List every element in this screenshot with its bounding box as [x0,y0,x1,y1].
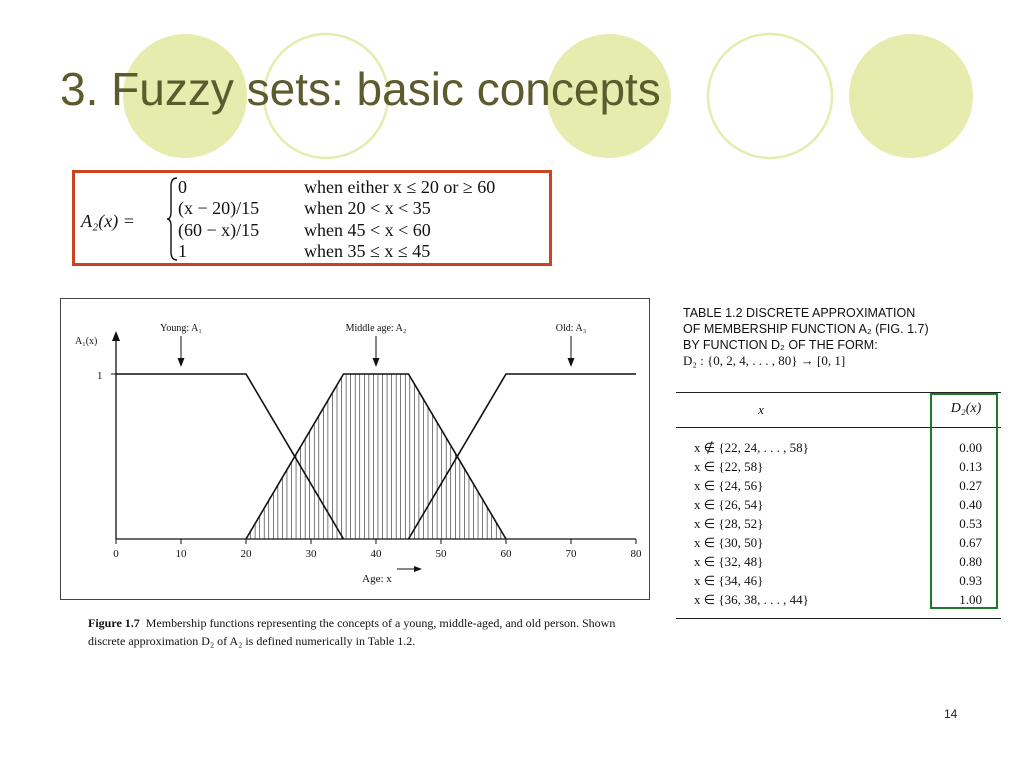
table-title-line: BY FUNCTION D₂ OF THE FORM: [683,338,878,352]
y-tick-label: 1 [97,370,103,382]
outline-circle-1 [262,32,390,160]
d2-column-highlight [930,393,998,609]
formula-case-row: 0 when either x ≤ 20 or ≥ 60 [178,177,495,198]
pointer-arrow-icon [567,358,575,367]
y-axis-arrow-icon [112,331,120,341]
table-row-value: 0.13 [959,459,982,474]
set-label-young: Young: A₁ [160,323,202,334]
figure-caption-text: Membership functions representing the co… [88,616,616,648]
left-brace-icon [167,177,178,261]
x-ticks: 0 10 20 30 40 50 60 70 80 [113,539,642,560]
figure-caption-label: Figure 1.7 [88,616,140,630]
young-curve [116,373,345,540]
x-tick-label: 70 [566,548,578,560]
formula-case-row: (x − 20)/15 when 20 < x < 35 [178,198,431,219]
table-row-value: 0.27 [959,478,982,493]
table-row-x: x ∈ {36, 38, . . . , 44} [694,592,809,607]
table-row-x: x ∈ {28, 52} [694,516,764,531]
formula-case-condition: when 45 < x < 60 [304,220,431,240]
table-row-value: 0.93 [959,573,982,588]
x-tick-label: 10 [176,548,188,560]
decorative-circles [123,32,973,160]
slide-title: 3. Fuzzy sets: basic concepts [60,63,661,115]
membership-curves [116,373,636,540]
table-title: TABLE 1.2 DISCRETE APPROXIMATION OF MEMB… [683,305,1003,369]
x-axis-arrow-icon [414,566,422,572]
middle-age-hatching [250,374,506,539]
set-pointer-arrows [177,336,575,367]
page-number: 14 [944,707,958,721]
table-title-line: TABLE 1.2 DISCRETE APPROXIMATION [683,306,916,320]
discrete-approximation-table: x D₂(x) x ∉ {22, 24, . . . , 58} 0.00 x … [676,392,1001,620]
formula-case-value: (x − 20)/15 [178,198,260,218]
pointer-arrow-icon [372,358,380,367]
old-curve [407,373,636,540]
formula-case-value: (60 − x)/15 [178,220,260,240]
set-label-old: Old: A₃ [556,323,586,334]
table-row-x: x ∈ {26, 54} [694,497,764,512]
outline-circle-2 [706,32,834,160]
x-tick-label: 20 [241,548,253,560]
formula-case-value: 0 [178,177,187,197]
table-row-value: 0.53 [959,516,982,531]
formula-case-row: (60 − x)/15 when 45 < x < 60 [178,220,431,241]
set-label-middle-age: Middle age: A₂ [346,323,407,334]
x-axis-label: Age: x [362,573,392,585]
x-tick-label: 0 [113,548,119,560]
x-tick-label: 30 [306,548,318,560]
filled-circle-3 [849,34,973,158]
table-top-rule [676,392,1001,393]
table-row-value: 1.00 [959,592,982,607]
x-tick-label: 60 [501,548,513,560]
table-header-d2: D₂(x) [950,401,982,416]
formula-case-condition: when 20 < x < 35 [304,198,431,218]
figure-caption: Figure 1.7 Membership functions represen… [88,614,648,650]
table-header-x: x [758,402,764,417]
pointer-arrow-icon [177,358,185,367]
formula-case-condition: when either x ≤ 20 or ≥ 60 [304,177,496,197]
membership-formula-box: A₂(x) = 0 when either x ≤ 20 or ≥ 60 (x −… [72,170,552,266]
middle-age-curve [245,373,507,540]
table-header-rule [676,427,1001,428]
table-title-line: OF MEMBERSHIP FUNCTION A₂ (FIG. 1.7) [683,322,929,336]
filled-circle-2 [547,34,671,158]
table-row-value: 0.80 [959,554,982,569]
table-row-x: x ∈ {30, 50} [694,535,764,550]
formula-case-value: 1 [178,241,187,261]
table-row-value: 0.40 [959,497,982,512]
table-row-x: x ∉ {22, 24, . . . , 58} [694,440,809,455]
membership-figure: 1 A₁(x) 0 10 20 30 40 50 60 70 80 Age: x Young: … [60,298,650,600]
table-mapping: D₂ : {0, 2, 4, . . . , 80} → [0, 1] [683,353,846,368]
table-row-value: 0.67 [959,535,982,550]
table-row-x: x ∈ {32, 48} [694,554,764,569]
table-row-x: x ∈ {34, 46} [694,573,764,588]
table-row-x: x ∈ {22, 58} [694,459,764,474]
x-tick-label: 50 [436,548,448,560]
table-row-x: x ∈ {24, 56} [694,478,764,493]
formula-case-condition: when 35 ≤ x ≤ 45 [304,241,431,261]
table-row-value: 0.00 [959,440,982,455]
membership-plot: 1 A₁(x) 0 10 20 30 40 50 60 70 80 Age: x Young: … [75,323,642,585]
y-axis-label: A₁(x) [75,336,97,347]
x-tick-label: 40 [371,548,383,560]
filled-circle-1 [123,34,247,158]
table-bottom-rule [676,618,1001,619]
formula-lhs: A₂(x) = [81,211,135,231]
formula-case-row: 1 when 35 ≤ x ≤ 45 [178,241,430,262]
x-tick-label: 80 [631,548,643,560]
